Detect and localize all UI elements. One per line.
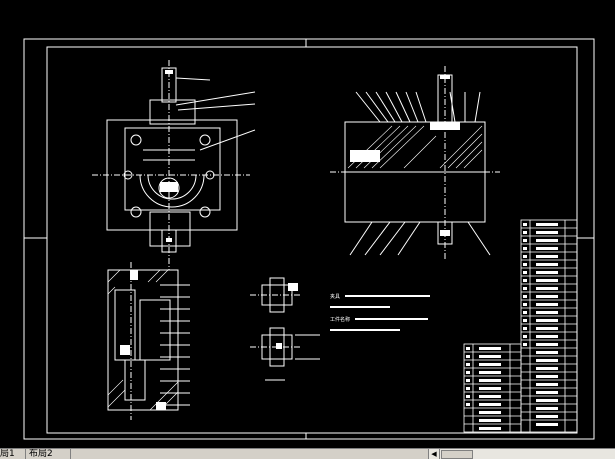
parts-list-upper-text <box>523 223 558 426</box>
detail-views <box>250 277 320 381</box>
layout-tab-bar: 局1 布局2 ◀ <box>0 448 615 459</box>
tab-layout1[interactable]: 局1 <box>0 449 15 459</box>
parts-list-lower <box>463 343 522 433</box>
parts-list-lower-text <box>466 347 501 430</box>
scroll-left-arrow-icon[interactable]: ◀ <box>429 449 440 459</box>
scrollbar-thumb[interactable] <box>441 450 473 459</box>
plan-view <box>92 60 256 270</box>
parts-list-upper <box>520 219 578 433</box>
note-fixture: 夹具 <box>330 293 340 300</box>
note-workpiece: 工件名称 <box>330 316 350 323</box>
tab-layout2[interactable]: 布局2 <box>25 449 71 459</box>
side-section-view <box>107 262 190 420</box>
horizontal-scrollbar[interactable]: ◀ <box>428 449 615 459</box>
tab-separator <box>70 449 71 459</box>
drawing-canvas[interactable]: 夹具 工件名称 <box>0 0 615 448</box>
technical-notes: 夹具 工件名称 <box>330 293 430 331</box>
